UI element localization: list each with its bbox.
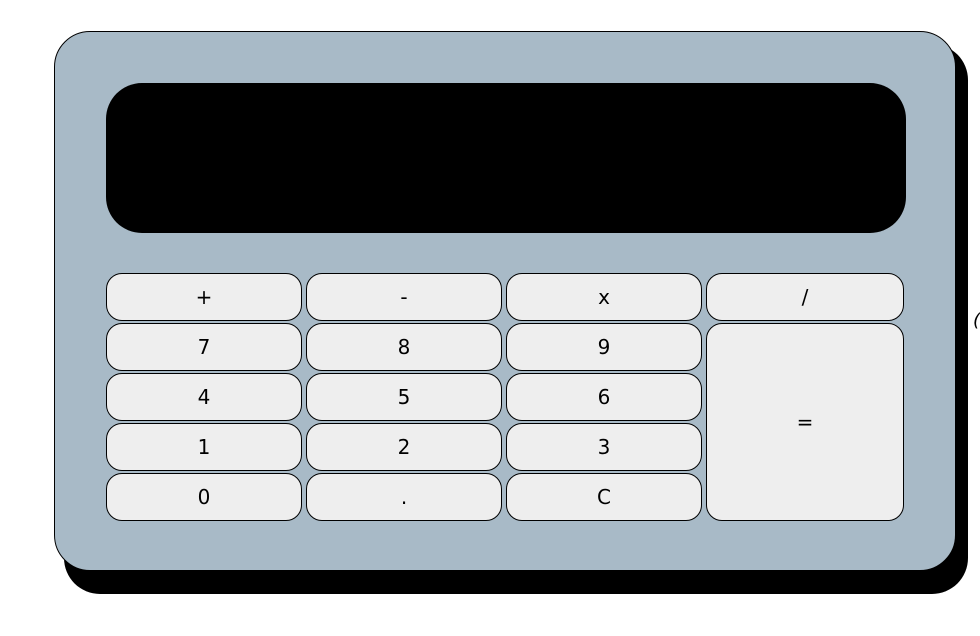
add-button[interactable]: + xyxy=(106,273,302,321)
digit-5-button[interactable]: 5 xyxy=(306,373,502,421)
digit-6-button[interactable]: 6 xyxy=(506,373,702,421)
digit-9-button[interactable]: 9 xyxy=(506,323,702,371)
digit-0-button[interactable]: 0 xyxy=(106,473,302,521)
edge-glyph: ( xyxy=(973,310,980,331)
equals-button[interactable]: = xyxy=(706,323,904,521)
multiply-button[interactable]: x xyxy=(506,273,702,321)
digit-2-button[interactable]: 2 xyxy=(306,423,502,471)
digit-4-button[interactable]: 4 xyxy=(106,373,302,421)
calculator-display xyxy=(106,83,906,233)
digit-7-button[interactable]: 7 xyxy=(106,323,302,371)
clear-button[interactable]: C xyxy=(506,473,702,521)
digit-1-button[interactable]: 1 xyxy=(106,423,302,471)
subtract-button[interactable]: - xyxy=(306,273,502,321)
digit-3-button[interactable]: 3 xyxy=(506,423,702,471)
digit-8-button[interactable]: 8 xyxy=(306,323,502,371)
keypad: + - x / 7 8 9 4 5 6 1 2 3 0 . C = xyxy=(106,273,906,523)
decimal-button[interactable]: . xyxy=(306,473,502,521)
divide-button[interactable]: / xyxy=(706,273,904,321)
calculator-body: + - x / 7 8 9 4 5 6 1 2 3 0 . C = xyxy=(54,31,956,571)
